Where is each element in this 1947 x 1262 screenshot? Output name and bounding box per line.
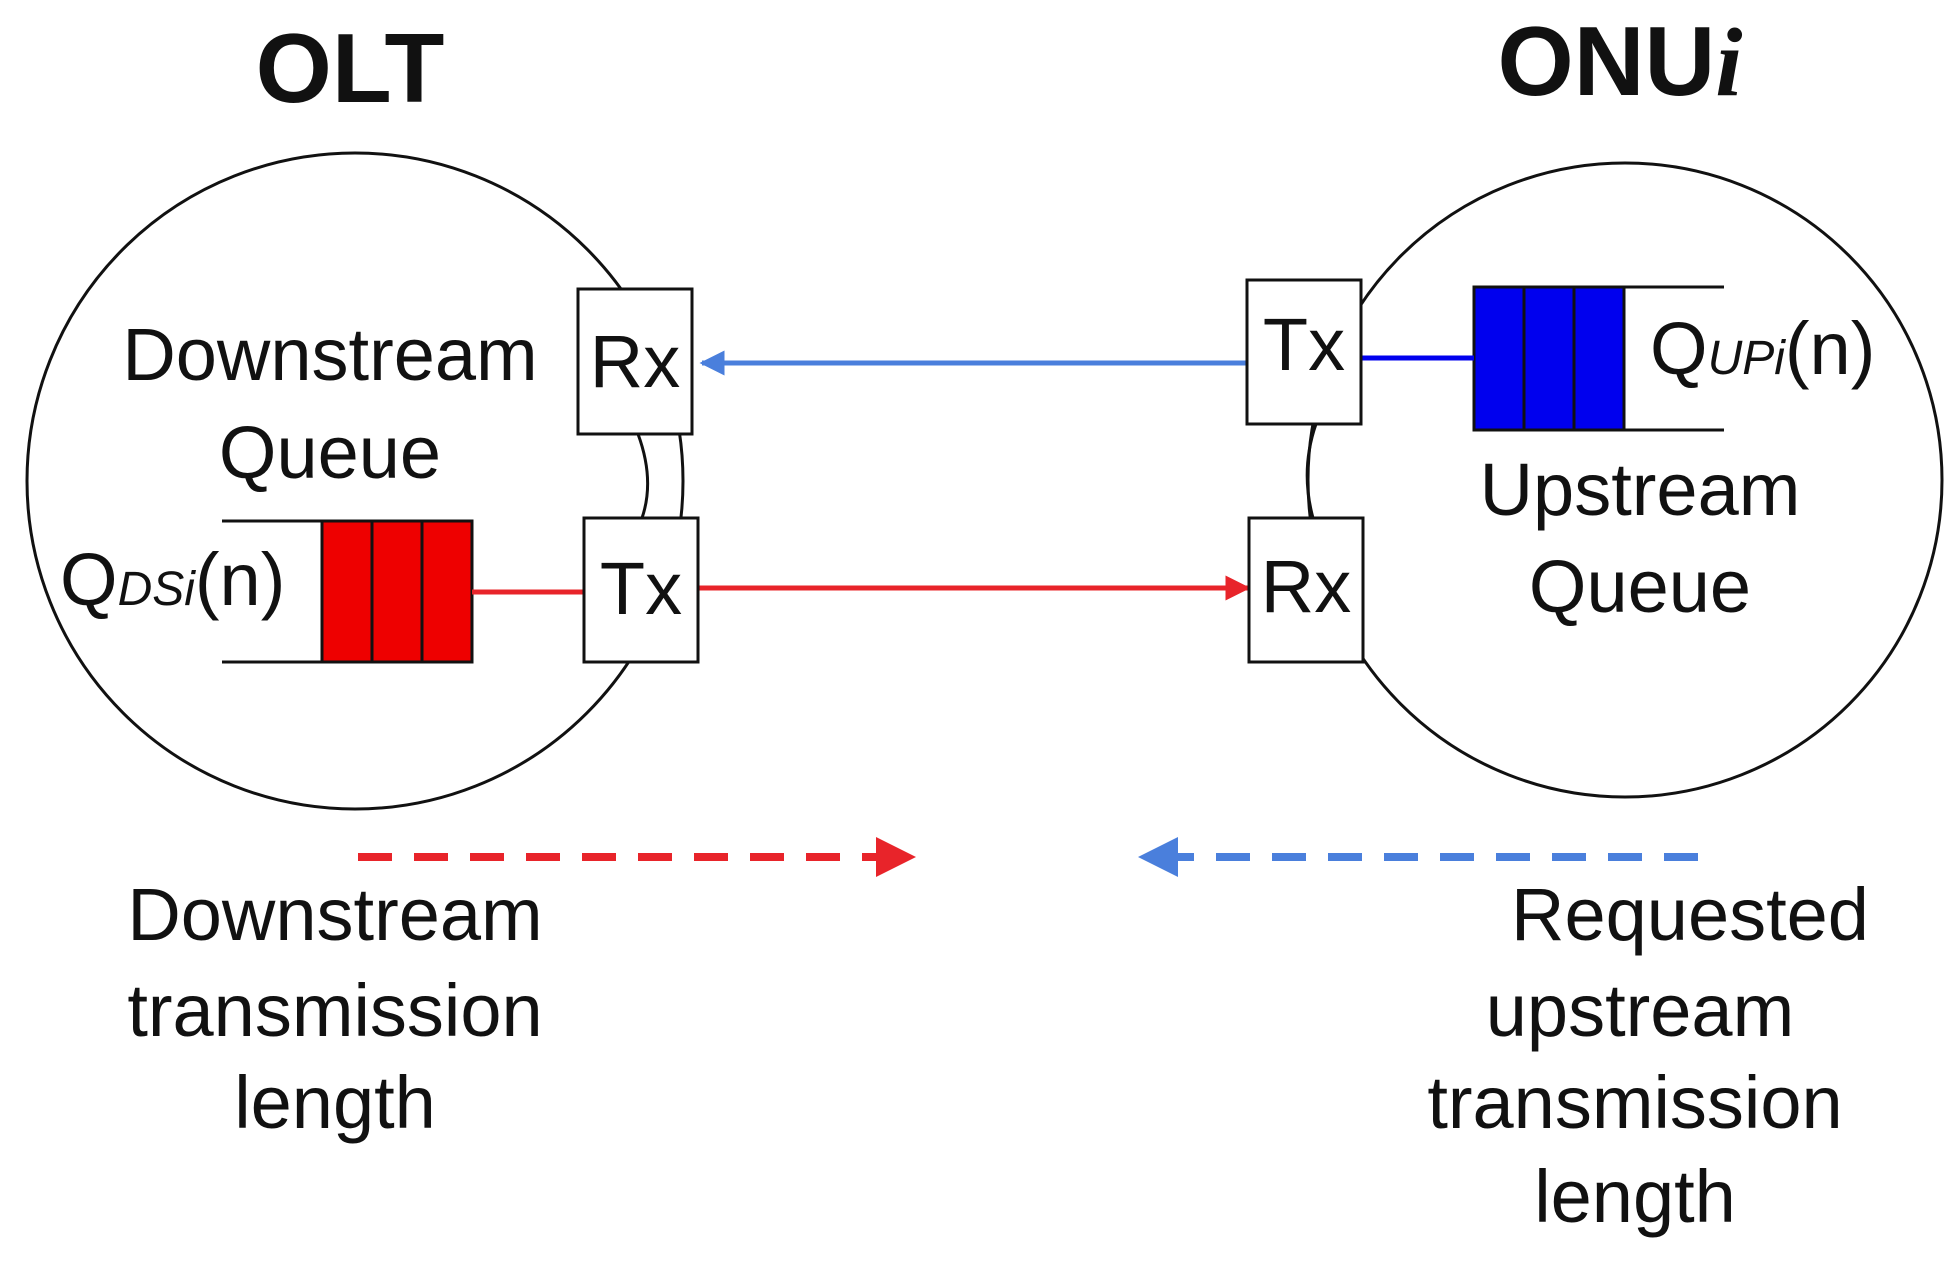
legend-downstream-line1: Downstream	[127, 873, 542, 956]
legend-upstream-line2: upstream	[1486, 969, 1794, 1052]
olt-rx-port	[576, 287, 694, 436]
legend-upstream-line1: Requested	[1511, 873, 1869, 956]
onu-queue-label-line1: Upstream	[1480, 448, 1801, 531]
olt-tx-port	[582, 516, 700, 664]
olt-queue-arg: (n)	[195, 538, 285, 621]
onu-queue-symbol-q: Q	[1650, 307, 1708, 390]
onu-queue-label-line2: Queue	[1529, 545, 1751, 628]
olt-queue-label-line1: Downstream	[122, 313, 537, 396]
legend-upstream-line3: transmission	[1427, 1061, 1842, 1144]
olt-queue-subscript: DSi	[118, 563, 197, 616]
onu-queue-symbol: QUPi(n)	[1650, 307, 1875, 390]
olt-rx-label: Rx	[590, 320, 680, 403]
olt-title: OLT	[256, 13, 445, 123]
onu-queue-slot	[1472, 285, 1526, 432]
legend-upstream-line4: length	[1534, 1155, 1736, 1238]
olt-queue-slot	[320, 519, 374, 664]
onu-title-index: i	[1715, 9, 1742, 117]
onu-tx-rx-connector	[1305, 423, 1318, 519]
onu-rx-port	[1247, 516, 1365, 664]
olt-queue-slot	[420, 519, 474, 664]
onu-tx-label: Tx	[1263, 303, 1345, 386]
olt-queue-symbol-q: Q	[60, 538, 118, 621]
olt-rx-tx-connector	[636, 433, 650, 519]
onu-queue-slot	[1572, 285, 1626, 432]
olt-node-circle	[25, 151, 685, 811]
olt-queue-label-line2: Queue	[219, 411, 441, 494]
legend-downstream-line3: length	[234, 1061, 436, 1144]
olt-queue-symbol: QDSi(n)	[60, 538, 285, 621]
onu-queue-subscript: UPi	[1708, 332, 1787, 385]
legend-downstream-line2: transmission	[127, 969, 542, 1052]
olt-tx-label: Tx	[600, 547, 682, 630]
olt-downstream-queue	[222, 519, 474, 664]
onu-title: ONUi	[1497, 6, 1742, 117]
onu-upstream-queue	[1472, 285, 1724, 432]
olt-queue-slot	[370, 519, 424, 664]
onu-title-main: ONU	[1497, 6, 1715, 116]
onu-rx-label: Rx	[1261, 545, 1351, 628]
onu-tx-port	[1245, 278, 1363, 426]
onu-queue-slot	[1522, 285, 1576, 432]
onu-queue-arg: (n)	[1785, 307, 1875, 390]
